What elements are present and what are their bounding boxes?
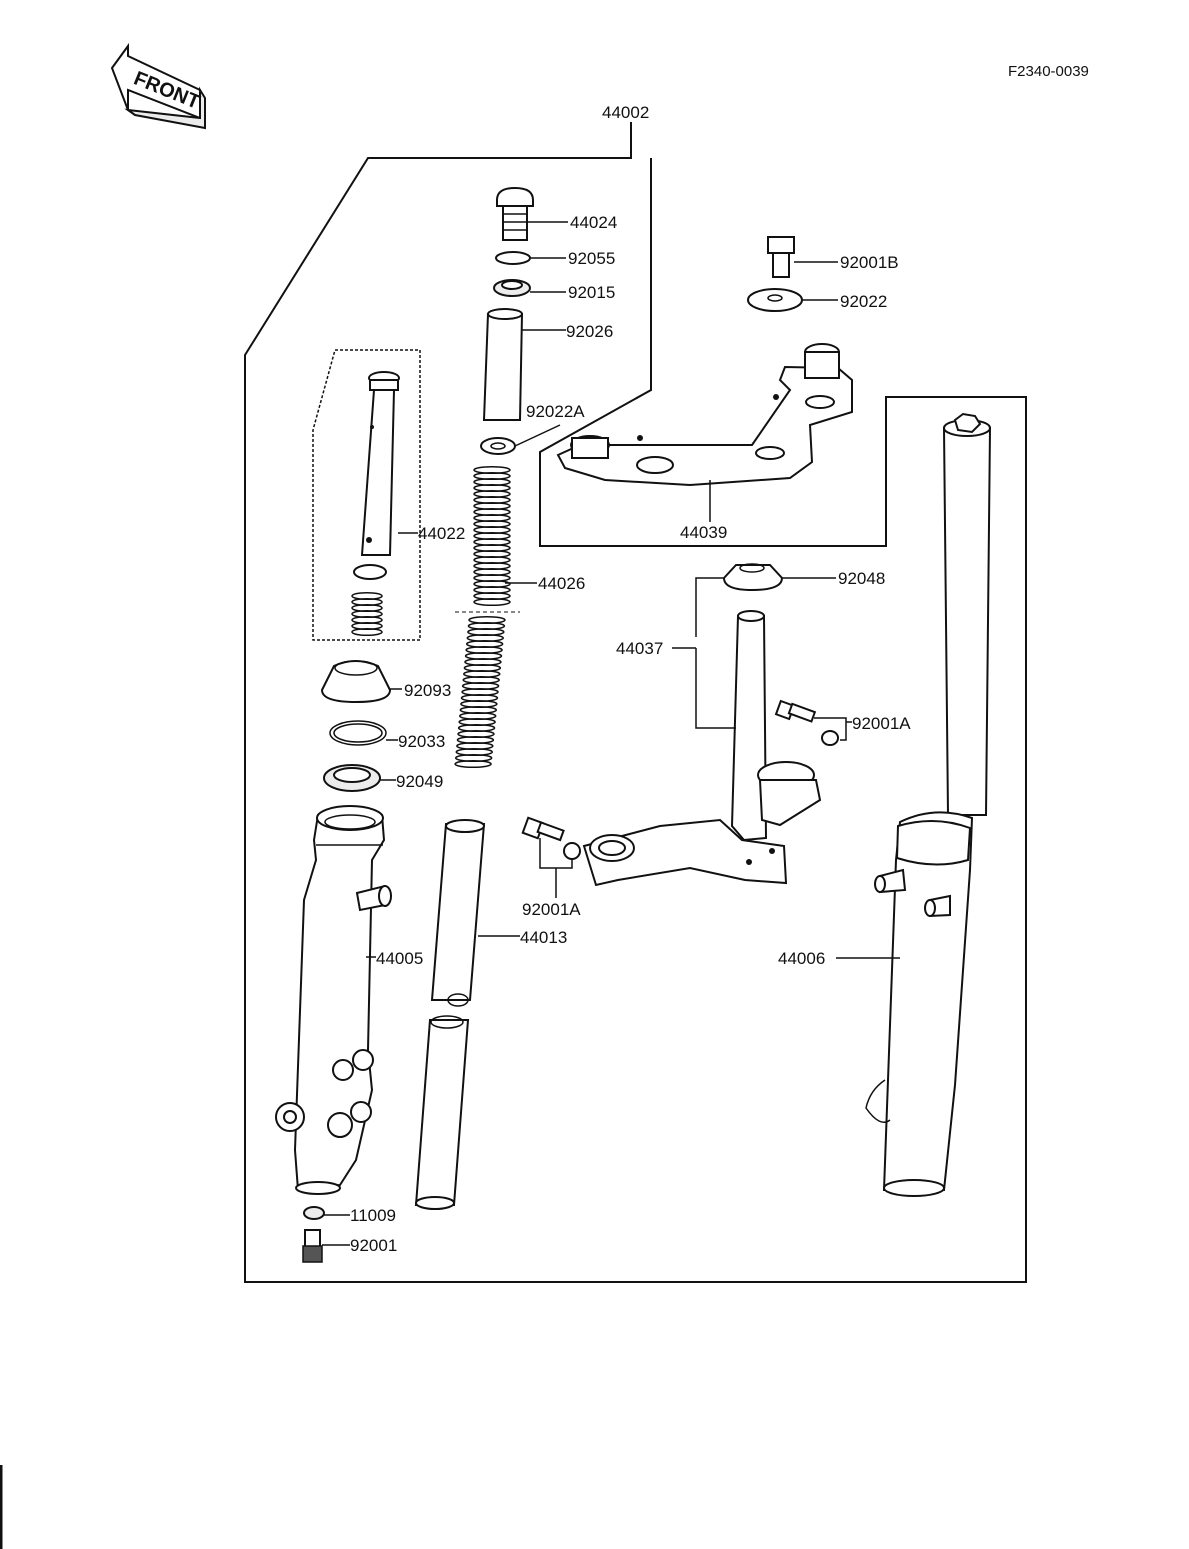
- label-11009: 11009: [350, 1206, 396, 1225]
- label-92022A: 92022A: [526, 402, 585, 421]
- label-92055: 92055: [568, 249, 615, 268]
- oil-seal: [323, 764, 381, 792]
- left-outer-tube: [275, 805, 392, 1195]
- front-arrow-icon: FRONT: [110, 42, 206, 130]
- label-92001A-right: 92001A: [852, 714, 911, 733]
- upper-bracket: [556, 343, 853, 487]
- label-92001: 92001: [350, 1236, 397, 1255]
- drain-washer: [303, 1206, 325, 1220]
- label-44022: 44022: [418, 524, 465, 543]
- label-44006: 44006: [778, 949, 825, 968]
- label-44024: 44024: [570, 213, 617, 232]
- label-92001A-bottom: 92001A: [522, 900, 581, 919]
- fork-cap-bolt: [496, 186, 534, 241]
- spacer-tube: [482, 308, 524, 421]
- circlip: [329, 720, 387, 746]
- label-92093: 92093: [404, 681, 451, 700]
- dust-seal: [320, 660, 392, 704]
- label-92001B: 92001B: [840, 253, 899, 272]
- label-92022: 92022: [840, 292, 887, 311]
- spring-washer: [480, 437, 516, 455]
- leader-lines: [322, 221, 900, 1246]
- top-washer: [747, 288, 803, 312]
- spring-coil: [351, 627, 383, 637]
- bearing-race: [722, 563, 784, 592]
- inner-tube: [414, 819, 486, 1210]
- label-44039: 44039: [680, 523, 727, 542]
- fork-spring: [454, 465, 520, 769]
- label-44026: 44026: [538, 574, 585, 593]
- label-44005: 44005: [376, 949, 423, 968]
- damper-rod: [351, 371, 400, 637]
- right-fork-assembly: [865, 412, 992, 1197]
- label-92049: 92049: [396, 772, 443, 791]
- label-44002: 44002: [602, 103, 649, 122]
- label-92033: 92033: [398, 732, 445, 751]
- label-92026: 92026: [566, 322, 613, 341]
- spring-coil: [473, 597, 511, 607]
- label-92048: 92048: [838, 569, 885, 588]
- allen-bolt: [302, 1229, 323, 1263]
- label-92015: 92015: [568, 283, 615, 302]
- spring-coil: [454, 759, 492, 769]
- top-bolt: [767, 236, 795, 278]
- steering-stem: [582, 610, 822, 887]
- o-ring: [495, 251, 531, 265]
- stem-bolt-bottom: [521, 816, 581, 860]
- spacer-collar: [493, 279, 531, 297]
- label-44037: 44037: [616, 639, 663, 658]
- stem-bolt-right: [774, 699, 839, 746]
- label-44013: 44013: [520, 928, 567, 947]
- assembly-outline: [244, 122, 1027, 1283]
- diagram-code: F2340-0039: [1008, 63, 1089, 80]
